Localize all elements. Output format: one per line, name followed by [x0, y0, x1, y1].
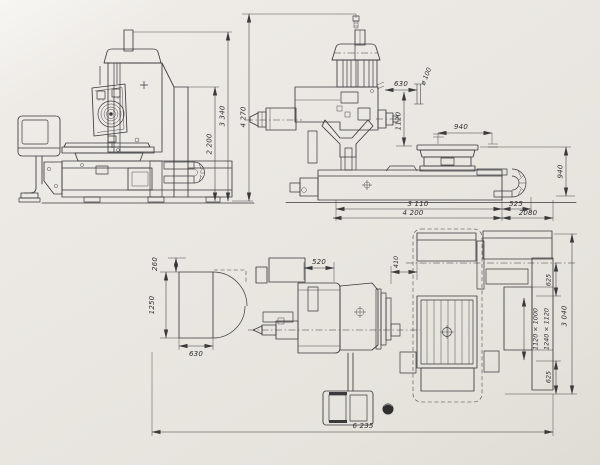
plan-rotary-table — [416, 295, 478, 369]
dim-3110-label: 3 110 — [407, 200, 428, 208]
dim-625-bottom-label: 625 — [545, 371, 553, 383]
side-boring-spindle — [376, 109, 402, 129]
dim-4270-label: 4 270 — [240, 106, 248, 127]
side-view: 630 ø 100 1120 940 940 3 110 525 4 200 2… — [246, 15, 577, 221]
dim-3340-label: 3 340 — [219, 105, 227, 126]
front-headstock — [91, 83, 128, 137]
dim-625-top-label: 625 — [545, 274, 553, 286]
table-center-mark — [440, 325, 454, 339]
dim-6235-label: 6 235 — [352, 422, 373, 430]
front-view: 2 200 3 340 4 270 — [17, 13, 357, 204]
dim-630-cabinet-label: 630 — [189, 350, 203, 358]
side-rotary-table — [416, 144, 479, 172]
side-cable-carrier — [476, 168, 527, 198]
dim-table-size-label: 1120 × 1000 — [532, 308, 540, 350]
plan-small-box — [255, 266, 268, 284]
front-cable-carrier — [149, 160, 205, 198]
side-support-yoke — [307, 119, 374, 171]
dim-dia100-label: ø 100 — [419, 66, 434, 87]
plan-ram-box — [268, 257, 306, 283]
plan-headstock — [248, 282, 420, 354]
dim-2200-label: 2 200 — [206, 133, 214, 154]
dim-2080-label: 2080 — [519, 209, 538, 217]
dim-410-label: 410 — [392, 256, 400, 268]
cabinet-door-swing-top — [212, 271, 248, 307]
dim-940-height-label: 940 — [557, 164, 565, 178]
dim-940-table-label: 940 — [454, 123, 468, 131]
position-target-mark — [362, 180, 372, 190]
dim-1250-label: 1250 — [148, 295, 156, 314]
plan-dimensions: 260 1250 630 520 410 625 1120 × 1000 124… — [148, 233, 577, 436]
front-control-pendant — [17, 115, 61, 203]
front-dimensions: 2 200 3 340 4 270 — [133, 13, 357, 202]
dim-630-label: 630 — [394, 80, 408, 88]
dim-525-label: 525 — [509, 200, 523, 208]
target-mark — [354, 306, 366, 318]
dim-table-travel-label: 1240 × 1120 — [543, 308, 551, 350]
dim-260-label: 260 — [151, 257, 159, 271]
dim-4200-label: 4 200 — [402, 209, 423, 217]
dim-520-label: 520 — [312, 258, 326, 266]
plan-view: 260 1250 630 520 410 625 1120 × 1000 124… — [148, 228, 577, 436]
side-spindle — [246, 107, 402, 131]
plan-pendant — [322, 352, 374, 426]
plan-electrical-cabinet — [178, 269, 248, 339]
plan-foot-switch — [382, 403, 394, 415]
side-column — [331, 15, 381, 88]
side-bed — [289, 165, 503, 201]
dim-3040-label: 3 040 — [561, 305, 569, 326]
front-base — [43, 160, 233, 203]
dim-1120-label: 1120 — [395, 111, 403, 130]
side-dimensions: 630 ø 100 1120 940 940 3 110 525 4 200 2… — [332, 66, 575, 221]
cabinet-door-swing-bottom — [212, 305, 246, 339]
side-headstock — [294, 86, 379, 131]
plan-bed-and-column — [399, 228, 576, 403]
